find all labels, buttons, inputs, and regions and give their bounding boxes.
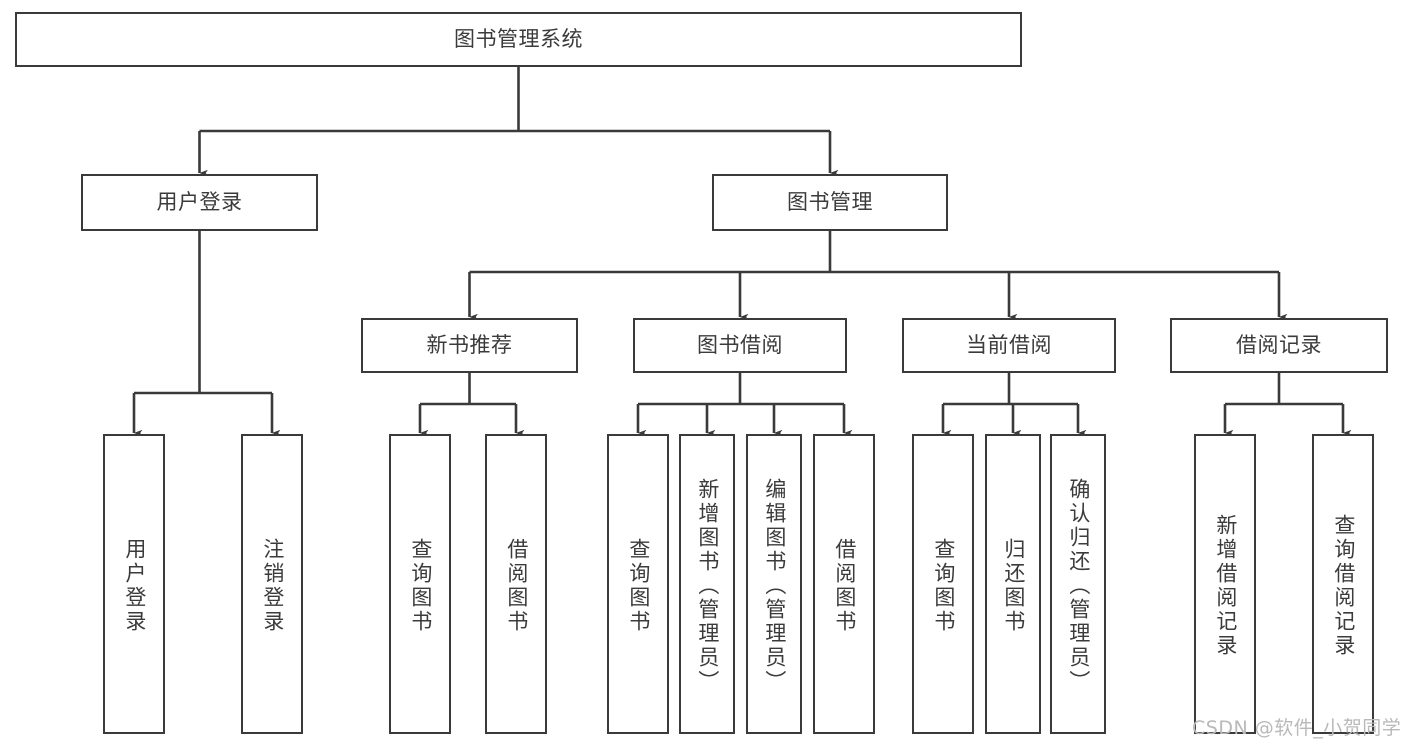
node-edit-book-admin-label: 编辑图书（管理员） [762,478,787,694]
node-borrow-book-borrow-label: 借阅图书 [832,538,857,634]
node-return-book-label: 归还图书 [1001,538,1026,634]
node-add-borrow-record-label: 新增借阅记录 [1213,514,1238,658]
node-query-book-rec-label: 查询图书 [408,538,433,634]
node-return-book[interactable]: 归还图书 [985,434,1041,734]
node-add-book-admin-label: 新增图书（管理员） [695,478,720,694]
node-current-borrow[interactable]: 当前借阅 [902,318,1116,373]
node-root[interactable]: 图书管理系统 [15,12,1022,67]
node-borrow-record-label: 借阅记录 [1236,332,1322,357]
node-book-management[interactable]: 图书管理 [712,174,948,231]
node-user-logout-leaf[interactable]: 注销登录 [241,434,303,734]
node-borrow-book-rec-label: 借阅图书 [504,538,529,634]
node-query-book-current[interactable]: 查询图书 [912,434,974,734]
node-edit-book-admin[interactable]: 编辑图书（管理员） [746,434,802,734]
node-book-borrow[interactable]: 图书借阅 [633,318,847,373]
node-new-book-recommend[interactable]: 新书推荐 [361,318,578,373]
node-query-book-current-label: 查询图书 [931,538,956,634]
node-user-logout-leaf-label: 注销登录 [260,538,285,634]
node-add-borrow-record[interactable]: 新增借阅记录 [1194,434,1256,734]
node-book-management-label: 图书管理 [787,189,873,214]
node-user-login-leaf-label: 用户登录 [122,538,147,634]
node-query-borrow-record[interactable]: 查询借阅记录 [1312,434,1374,734]
node-confirm-return-admin[interactable]: 确认归还（管理员） [1050,434,1106,734]
node-user-login-label: 用户登录 [156,189,243,214]
node-query-book-borrow-label: 查询图书 [626,538,651,634]
node-borrow-book-rec[interactable]: 借阅图书 [485,434,547,734]
node-current-borrow-label: 当前借阅 [966,332,1052,357]
node-user-login[interactable]: 用户登录 [81,174,318,231]
node-borrow-record[interactable]: 借阅记录 [1170,318,1388,373]
node-query-book-borrow[interactable]: 查询图书 [607,434,669,734]
node-query-book-rec[interactable]: 查询图书 [389,434,451,734]
node-query-borrow-record-label: 查询借阅记录 [1331,514,1356,658]
node-user-login-leaf[interactable]: 用户登录 [103,434,165,734]
node-new-book-recommend-label: 新书推荐 [426,332,513,357]
node-add-book-admin[interactable]: 新增图书（管理员） [679,434,735,734]
node-root-label: 图书管理系统 [454,26,583,51]
node-borrow-book-borrow[interactable]: 借阅图书 [813,434,875,734]
node-confirm-return-admin-label: 确认归还（管理员） [1066,478,1091,694]
node-book-borrow-label: 图书借阅 [697,332,783,357]
